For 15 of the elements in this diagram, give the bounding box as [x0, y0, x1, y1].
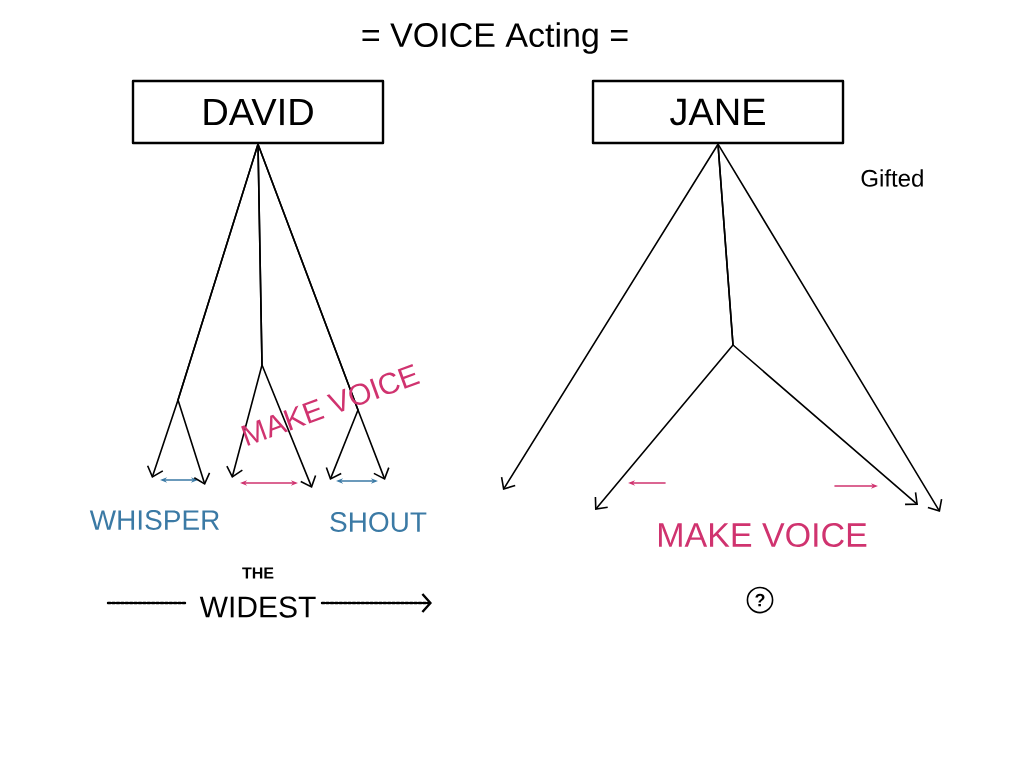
hand-label: THE	[242, 567, 274, 579]
arrow	[257, 143, 317, 488]
name-box: JANE	[591, 79, 845, 145]
title: = VOICE Acting =	[362, 22, 628, 54]
note: Gifted	[861, 169, 923, 187]
hand-label: MAKE VOICE	[659, 522, 867, 548]
hand-label: WIDEST	[199, 596, 316, 618]
hand-label: SHOUT	[330, 512, 427, 532]
hand-label: WHISPER	[89, 510, 220, 530]
arrow	[177, 143, 259, 485]
circled-question-mark: ?	[746, 586, 774, 614]
hand-label: MAKE VOICE	[241, 364, 421, 446]
arrow	[500, 143, 719, 490]
arrow	[257, 143, 390, 480]
name-box: DAVID	[131, 79, 385, 145]
